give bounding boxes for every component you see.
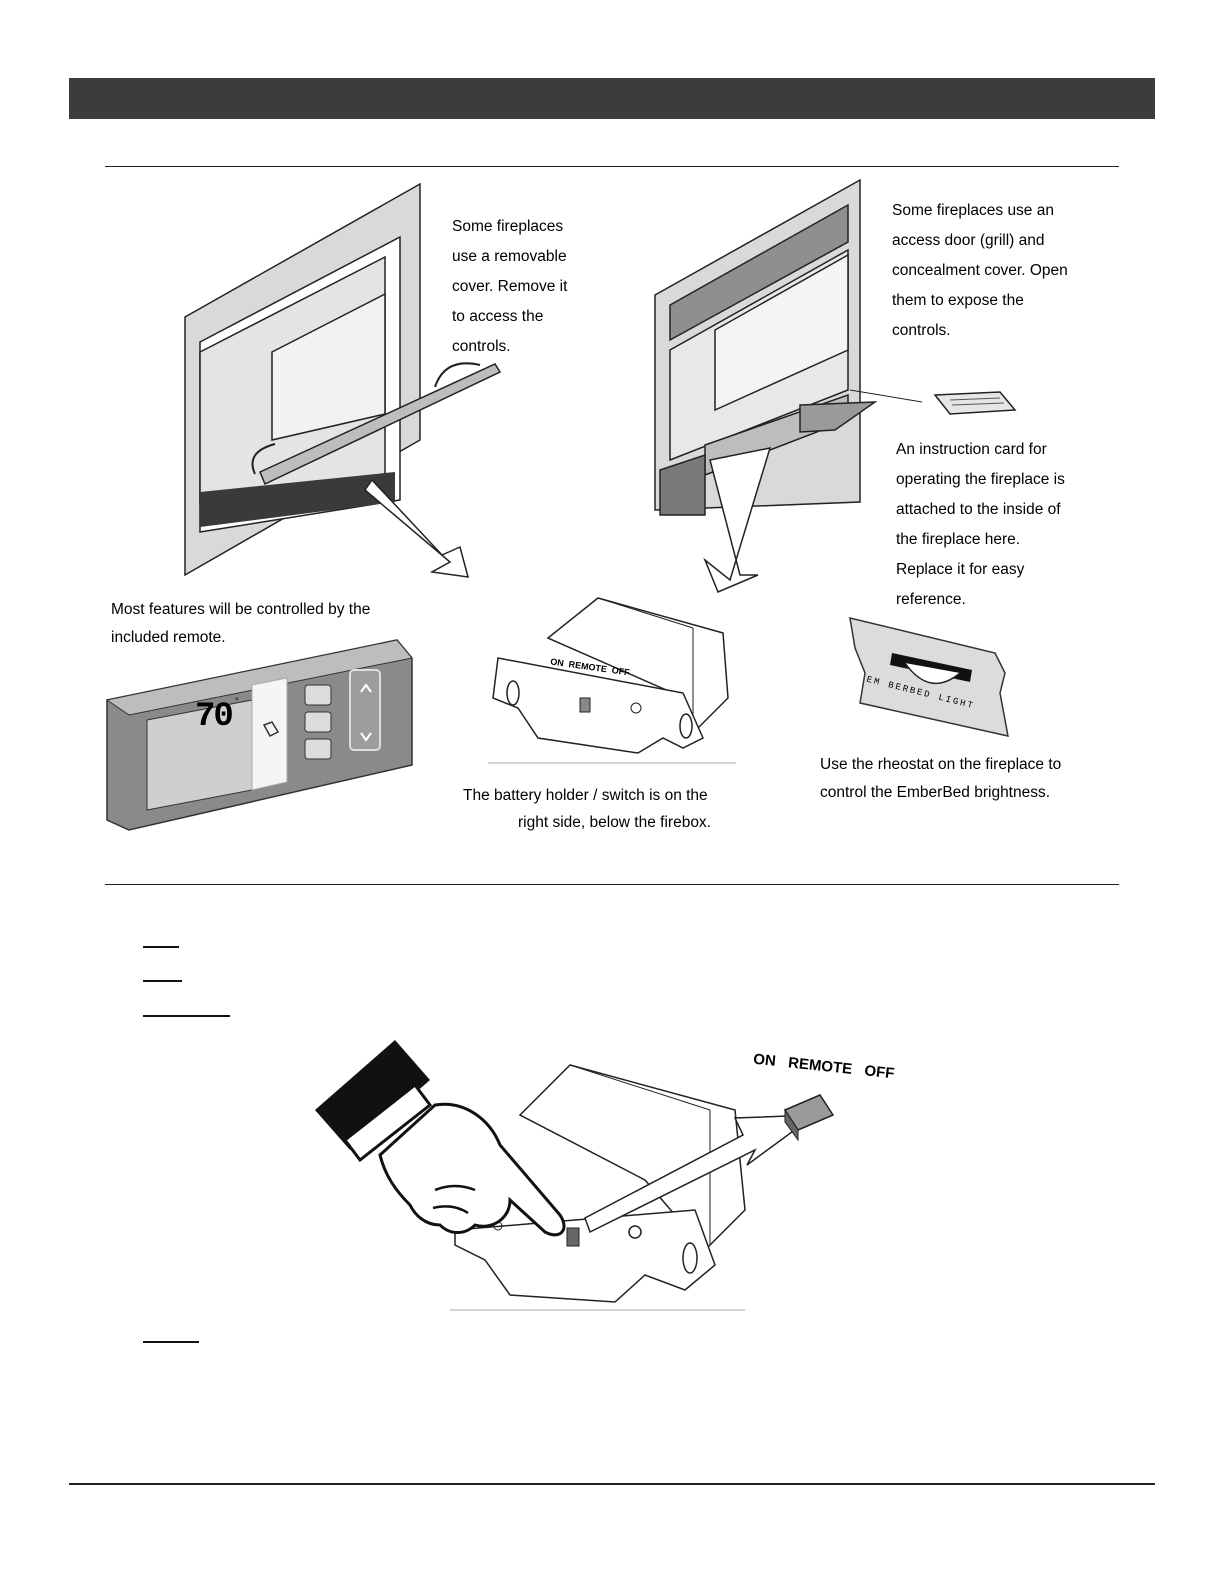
- caption-rheostat: Use the rheostat on the fireplace to con…: [820, 756, 1062, 801]
- battery-holder-illustration: ON REMOTE OFF: [488, 597, 738, 773]
- underline-3: [143, 1015, 230, 1017]
- remote-control-illustration: 70 °: [105, 639, 413, 831]
- caption-access-door: Some fireplaces use an access door (gril…: [892, 202, 1068, 339]
- footer-rule: [69, 1483, 1155, 1485]
- caption-instruction-card: An instruction card for operating the fi…: [896, 441, 1065, 608]
- caption-battery-holder-line1: The battery holder / switch is on the: [463, 787, 708, 804]
- instruction-card-icon: [849, 389, 1017, 415]
- rheostat-illustration: EM BERBED LIGHT: [849, 617, 1010, 738]
- switch-off-label: OFF: [863, 1062, 896, 1083]
- caption-removable-cover: Some fireplaces use a removable cover. R…: [452, 218, 568, 355]
- degree-icon: °: [235, 696, 239, 706]
- fireplace-removable-cover-illustration: [184, 182, 502, 578]
- header-banner: [69, 78, 1155, 119]
- switch-on-label: ON: [752, 1050, 777, 1070]
- caption-battery-holder-line2: right side, below the firebox.: [518, 814, 711, 831]
- switch-on-label-small: ON: [549, 656, 565, 669]
- underline-1: [143, 946, 179, 948]
- underline-2: [143, 980, 182, 982]
- caption-remote: Most features will be controlled by the …: [111, 601, 371, 646]
- underline-4: [143, 1341, 199, 1343]
- fireplace-access-door-illustration: [654, 178, 878, 593]
- section-top-rule: [105, 166, 1119, 167]
- section-bottom-rule: [105, 884, 1119, 885]
- remote-temperature-display: 70: [195, 698, 234, 736]
- switch-hand-illustration: ON REMOTE OFF: [315, 1040, 945, 1320]
